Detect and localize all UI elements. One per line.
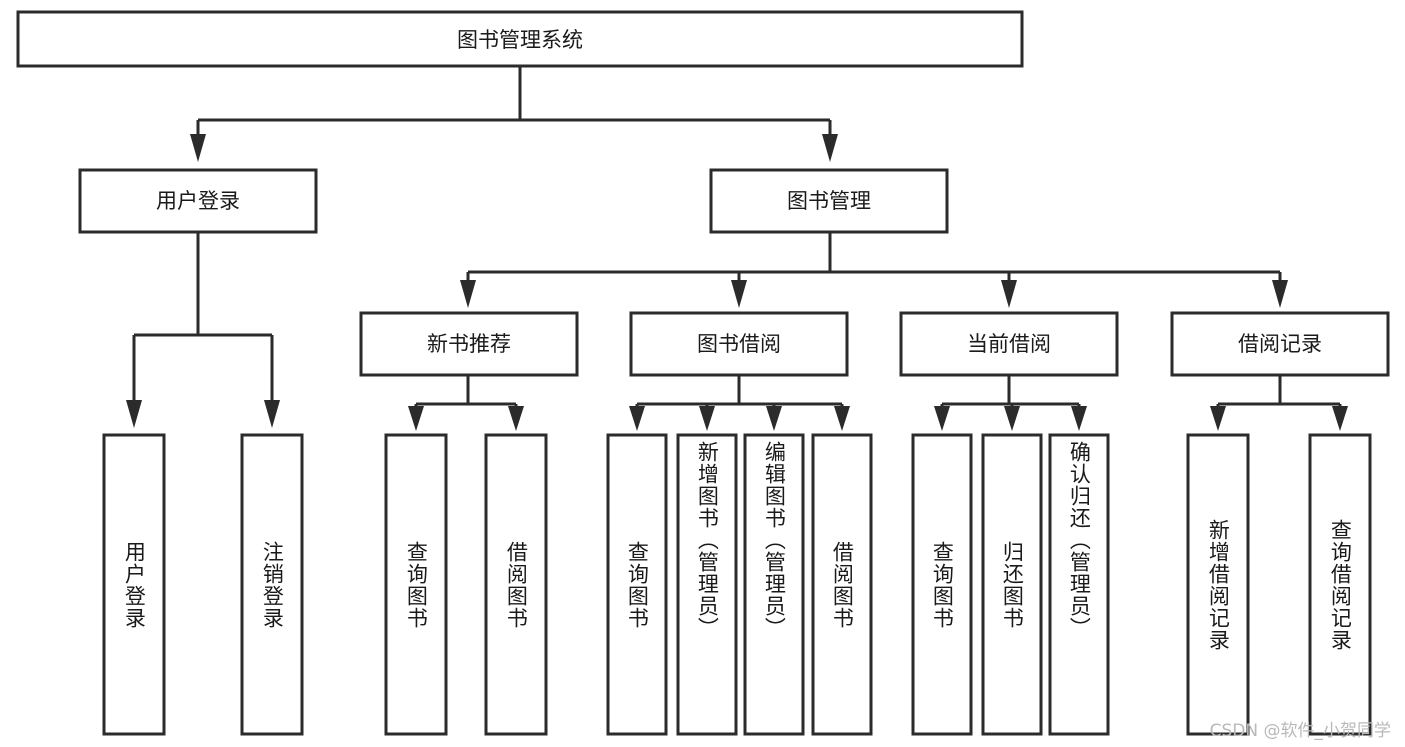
arrow-leaf-bb-query bbox=[629, 406, 645, 431]
node-book-borrow-rect[interactable] bbox=[629, 311, 849, 377]
leaf-rect-bb-add[interactable] bbox=[676, 433, 738, 736]
leaf-rect-cb-query[interactable] bbox=[911, 433, 973, 736]
node-user-login[interactable]: 用户登录 bbox=[78, 168, 318, 234]
arrow-bookmanage bbox=[822, 134, 838, 162]
node-user-login-label: 用户登录 bbox=[156, 189, 240, 213]
arrow-leaf-rec-add bbox=[1210, 406, 1226, 431]
node-book-manage[interactable]: 图书管理 bbox=[709, 168, 949, 234]
node-book-borrow-label: 图书借阅 bbox=[697, 332, 781, 356]
node-borrow-record-rect[interactable] bbox=[1170, 311, 1390, 377]
nodes-layer: 图书管理系统 用户登录 图书管理 新书推荐 图书借阅 当前借阅 bbox=[16, 10, 1390, 377]
arrow-record bbox=[1272, 280, 1288, 308]
leaf-rect-rec-query[interactable] bbox=[1308, 433, 1372, 736]
node-new-recommend[interactable]: 新书推荐 bbox=[359, 311, 579, 377]
node-root[interactable]: 图书管理系统 bbox=[16, 10, 1024, 68]
arrow-leaf-bb-edit bbox=[766, 406, 782, 431]
arrow-leaf-cb-return bbox=[1004, 406, 1020, 431]
arrow-new-rec bbox=[460, 280, 476, 308]
leaf-rect-user-login[interactable] bbox=[102, 433, 166, 736]
arrow-userlogin bbox=[190, 134, 206, 162]
node-book-manage-label: 图书管理 bbox=[787, 189, 871, 213]
node-current-borrow-label: 当前借阅 bbox=[967, 332, 1051, 356]
leaf-rect-logout[interactable] bbox=[240, 433, 304, 736]
leaf-rect-bb-edit[interactable] bbox=[743, 433, 805, 736]
node-new-recommend-rect[interactable] bbox=[359, 311, 579, 377]
leaf-rect-bb-borrow[interactable] bbox=[811, 433, 873, 736]
leaf-rect-nr-query[interactable] bbox=[384, 433, 448, 736]
leaves-layer bbox=[102, 433, 1372, 736]
arrow-leaf-bb-borrow bbox=[834, 406, 850, 431]
node-borrow-record[interactable]: 借阅记录 bbox=[1170, 311, 1390, 377]
arrow-borrow bbox=[731, 280, 747, 308]
leaf-rect-nr-borrow[interactable] bbox=[484, 433, 548, 736]
arrow-current bbox=[1001, 280, 1017, 308]
leaf-rect-bb-query[interactable] bbox=[606, 433, 668, 736]
leaf-rect-cb-confirm[interactable] bbox=[1048, 433, 1110, 736]
node-new-recommend-label: 新书推荐 bbox=[427, 332, 511, 356]
node-current-borrow[interactable]: 当前借阅 bbox=[899, 311, 1119, 377]
edges-layer bbox=[126, 66, 1348, 431]
arrow-leaf-nr-query bbox=[408, 406, 424, 431]
node-current-borrow-rect[interactable] bbox=[899, 311, 1119, 377]
node-book-borrow[interactable]: 图书借阅 bbox=[629, 311, 849, 377]
arrow-leaf-rec-query bbox=[1332, 406, 1348, 431]
leaf-rect-cb-return[interactable] bbox=[981, 433, 1043, 736]
arrow-leaf-nr-borrow bbox=[508, 406, 524, 431]
node-root-label: 图书管理系统 bbox=[457, 28, 583, 52]
leaf-rect-rec-add[interactable] bbox=[1186, 433, 1250, 736]
arrow-leaf-bb-add bbox=[699, 406, 715, 431]
node-book-manage-rect[interactable] bbox=[709, 168, 949, 234]
node-root-rect[interactable] bbox=[16, 10, 1024, 68]
arrow-leaf-logout bbox=[264, 400, 280, 428]
arrow-leaf-cb-confirm bbox=[1071, 406, 1087, 431]
node-borrow-record-label: 借阅记录 bbox=[1238, 332, 1322, 356]
arrow-leaf-cb-query bbox=[934, 406, 950, 431]
arrow-leaf-user-login bbox=[126, 400, 142, 428]
node-user-login-rect[interactable] bbox=[78, 168, 318, 234]
